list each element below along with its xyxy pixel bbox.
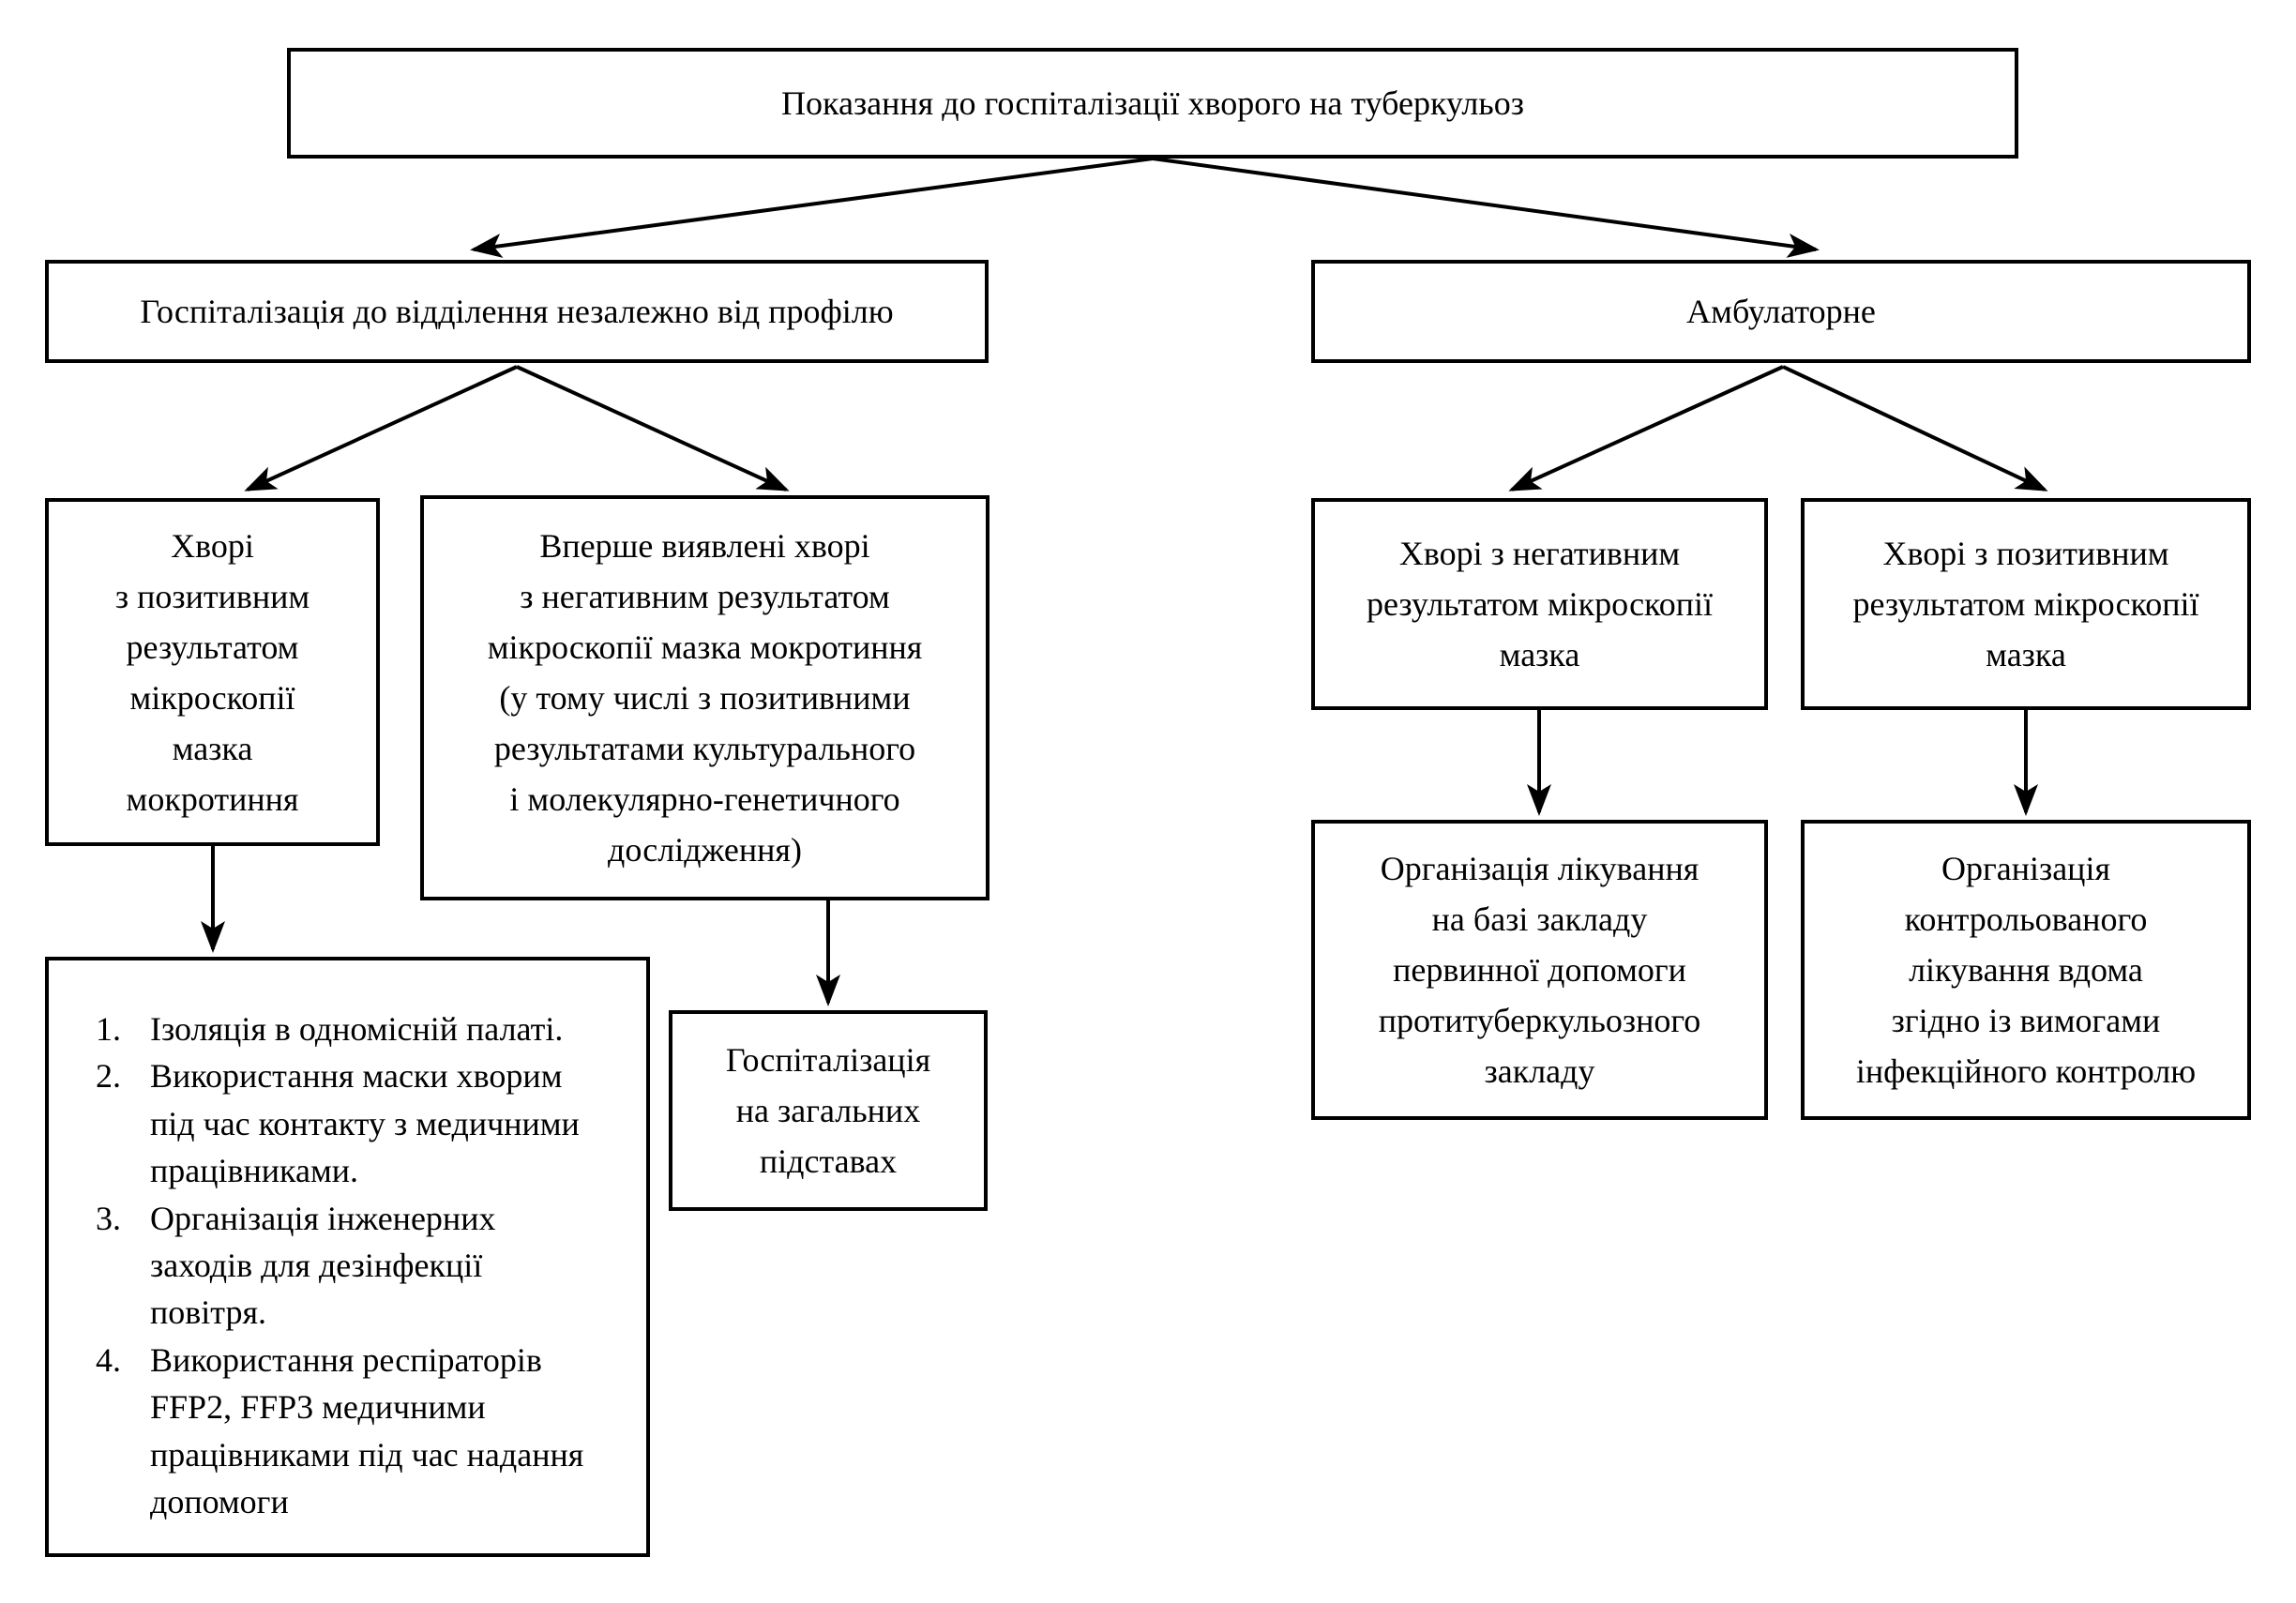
first-detected-box: Вперше виявлені хворі з негативним резул… [420,495,989,900]
home-treatment-box: Організація контрольованого лікування вд… [1801,820,2251,1120]
list-item-number: 3. [96,1199,121,1237]
list-item-text: Використання маски хворим під час контак… [150,1057,580,1190]
inpatient-branch-text: Госпіталізація до відділення незалежно в… [140,293,894,330]
arrow-outpatient-to-smear-positive [1782,365,2048,491]
list-item: 1. Ізоляція в одномісній палаті. [96,1006,620,1052]
arrow-inpatient-to-smear-positive [244,365,518,491]
smear-negative-outpatient-box: Хворі з негативним результатом мікроскоп… [1311,498,1768,710]
title-text: Показання до госпіталізації хворого на т… [781,84,1524,122]
arrow-inpatient-to-first-detected [516,365,790,491]
list-item: 3. Організація інженерних заходів для де… [96,1195,620,1337]
smear-positive-inpatient-text: Хворі з позитивним результатом мікроскоп… [114,526,310,818]
list-item-number: 1. [96,1010,121,1048]
isolation-measures-box: 1. Ізоляція в одномісній палаті. 2. Вико… [45,957,650,1557]
first-detected-text: Вперше виявлені хворі з негативним резул… [487,527,923,869]
title-box: Показання до госпіталізації хворого на т… [287,48,2018,159]
list-item-text: Ізоляція в одномісній палаті. [150,1010,564,1048]
smear-positive-outpatient-text: Хворі з позитивним результатом мікроскоп… [1852,535,2199,673]
list-item-number: 4. [96,1340,121,1379]
smear-positive-inpatient-box: Хворі з позитивним результатом мікроскоп… [45,498,380,846]
primary-care-treatment-text: Організація лікування на базі закладу пе… [1378,850,1701,1090]
general-hospitalization-text: Госпіталізація на загальних підставах [725,1041,931,1180]
list-item-text: Використання респіраторів FFP2, FFP3 мед… [150,1340,584,1520]
list-item: 4. Використання респіраторів FFP2, FFP3 … [96,1337,620,1526]
primary-care-treatment-box: Організація лікування на базі закладу пе… [1311,820,1768,1120]
list-item-text: Організація інженерних заходів для дезін… [150,1199,496,1332]
outpatient-branch-box: Амбулаторне [1311,260,2251,363]
arrow-title-to-outpatient [1152,157,1820,258]
inpatient-branch-box: Госпіталізація до відділення незалежно в… [45,260,989,363]
smear-negative-outpatient-text: Хворі з негативним результатом мікроскоп… [1367,535,1713,673]
home-treatment-text: Організація контрольованого лікування вд… [1855,850,2197,1090]
list-item: 2. Використання маски хворим під час кон… [96,1052,620,1194]
list-item-number: 2. [96,1057,121,1096]
general-hospitalization-box: Госпіталізація на загальних підставах [669,1010,988,1211]
smear-positive-outpatient-box: Хворі з позитивним результатом мікроскоп… [1801,498,2251,710]
arrow-outpatient-to-smear-negative [1508,365,1784,491]
arrow-title-to-inpatient [470,157,1154,258]
outpatient-branch-text: Амбулаторне [1686,293,1876,330]
